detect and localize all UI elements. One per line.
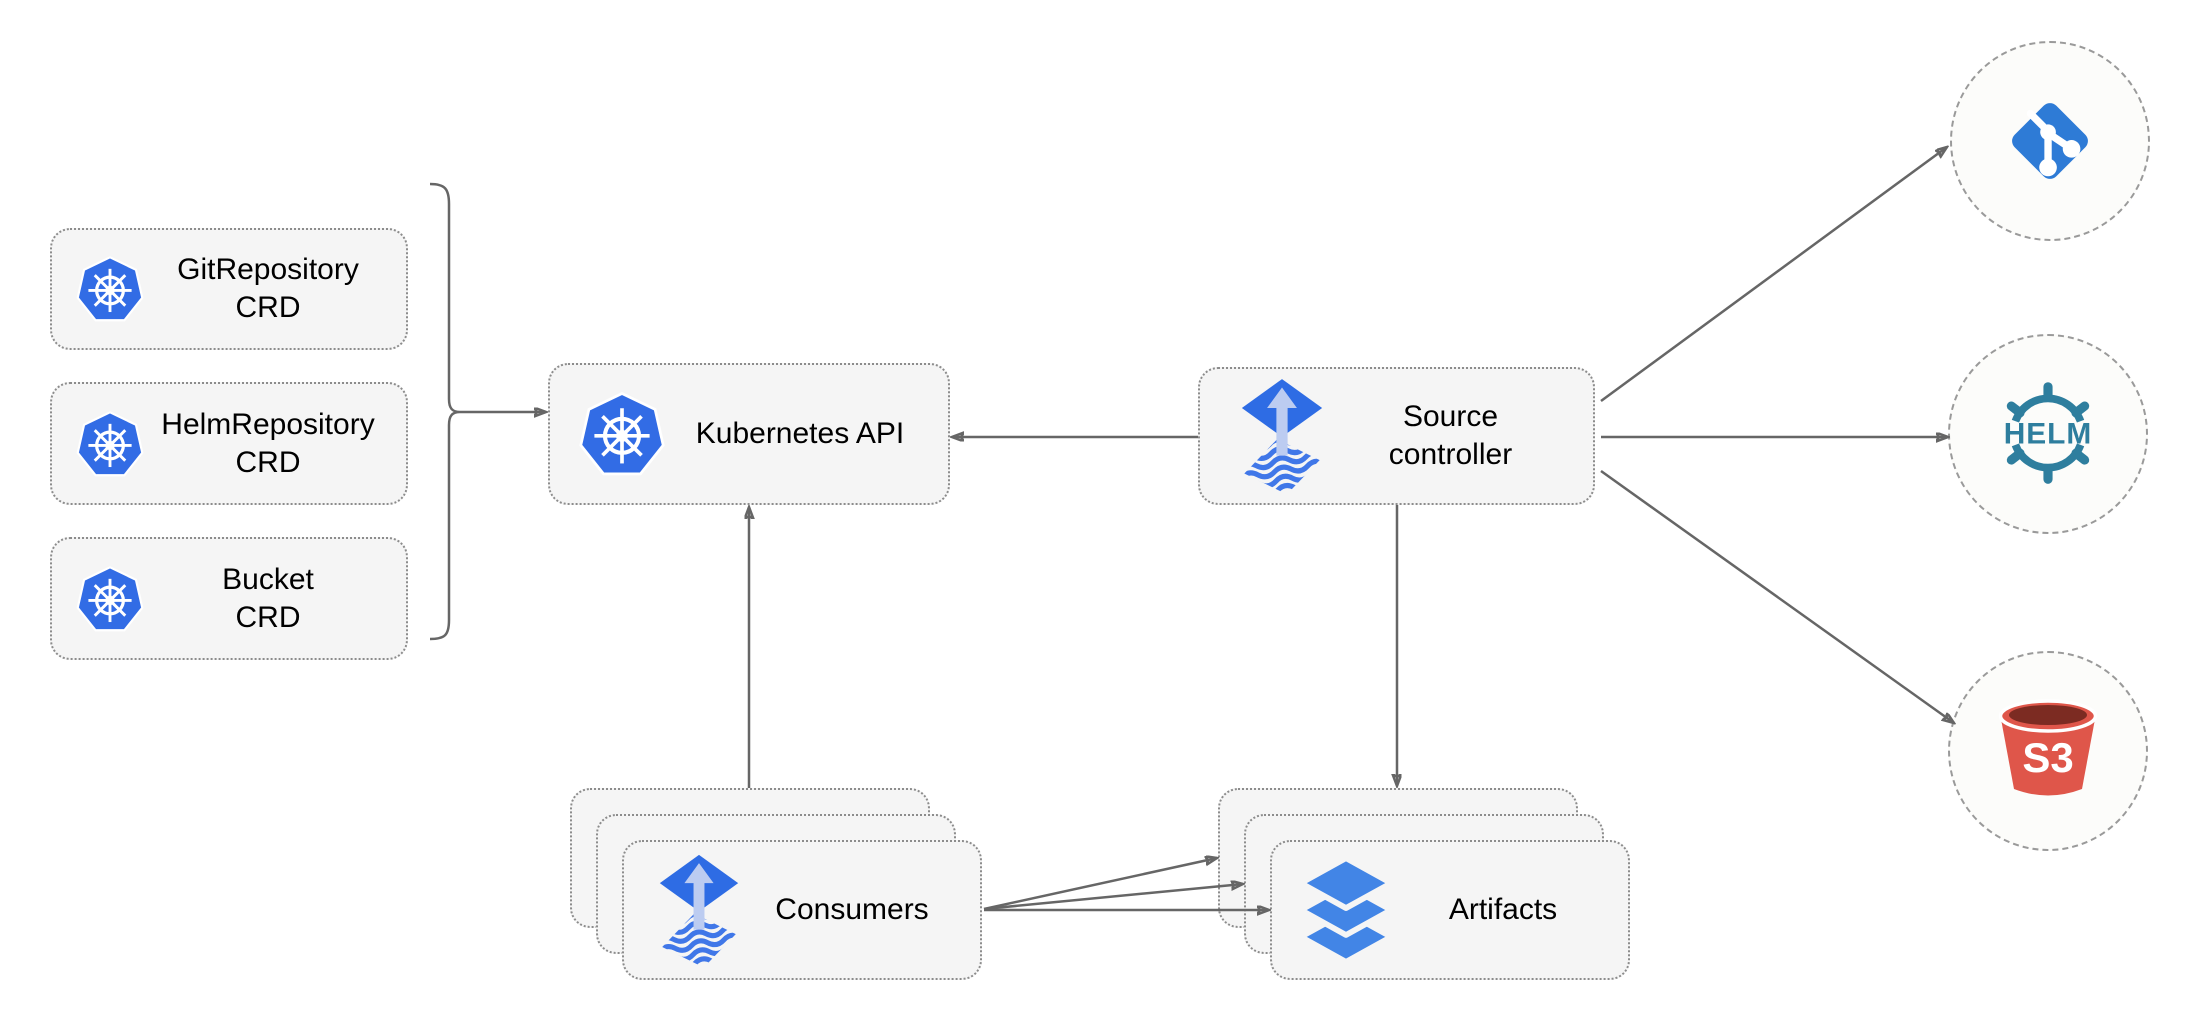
git-branch-icon xyxy=(2001,92,2099,190)
arrow-source-to-s3 xyxy=(1600,469,1954,723)
kubernetes-api-label: Kubernetes API xyxy=(695,417,905,450)
flux-source-icon xyxy=(1240,377,1324,495)
source-controller-label: Source controller xyxy=(1388,400,1513,471)
helmrepository-crd-node: HelmRepository CRD xyxy=(50,382,408,505)
source-controller-node: Source controller xyxy=(1198,367,1595,505)
artifacts-node: Artifacts xyxy=(1270,840,1630,980)
artifacts-label: Artifacts xyxy=(1448,893,1558,926)
s3-label: S3 xyxy=(2022,734,2073,781)
kubernetes-icon xyxy=(74,563,146,635)
bucket-crd-label: Bucket CRD xyxy=(222,562,314,634)
consumers-node: Consumers xyxy=(622,840,982,980)
kubernetes-icon xyxy=(74,408,146,480)
layers-icon xyxy=(1298,856,1394,964)
gitrepository-crd-node: GitRepository CRD xyxy=(50,228,408,350)
helmrepository-crd-label: HelmRepository CRD xyxy=(161,407,375,479)
bucket-crd-node: Bucket CRD xyxy=(50,537,408,660)
helm-label: HELM xyxy=(2004,418,2092,451)
kubernetes-icon xyxy=(74,253,146,325)
arrow-consumers-to-artifacts-2 xyxy=(983,884,1243,911)
kubernetes-icon xyxy=(576,388,668,480)
s3-source-circle: S3 xyxy=(1948,651,2148,851)
gitrepository-crd-label: GitRepository CRD xyxy=(177,253,359,324)
consumers-label: Consumers xyxy=(775,893,929,926)
arrow-source-to-git xyxy=(1600,147,1947,403)
flux-source-icon xyxy=(658,853,740,968)
git-source-circle xyxy=(1950,41,2150,241)
kubernetes-api-node: Kubernetes API xyxy=(548,363,950,505)
helm-wheel-icon: HELM xyxy=(1995,381,2101,487)
s3-bucket-icon: S3 xyxy=(1998,695,2098,807)
helm-source-circle: HELM xyxy=(1948,334,2148,534)
crd-group-bracket xyxy=(429,182,461,641)
arrow-consumers-to-artifacts-1 xyxy=(983,858,1217,911)
